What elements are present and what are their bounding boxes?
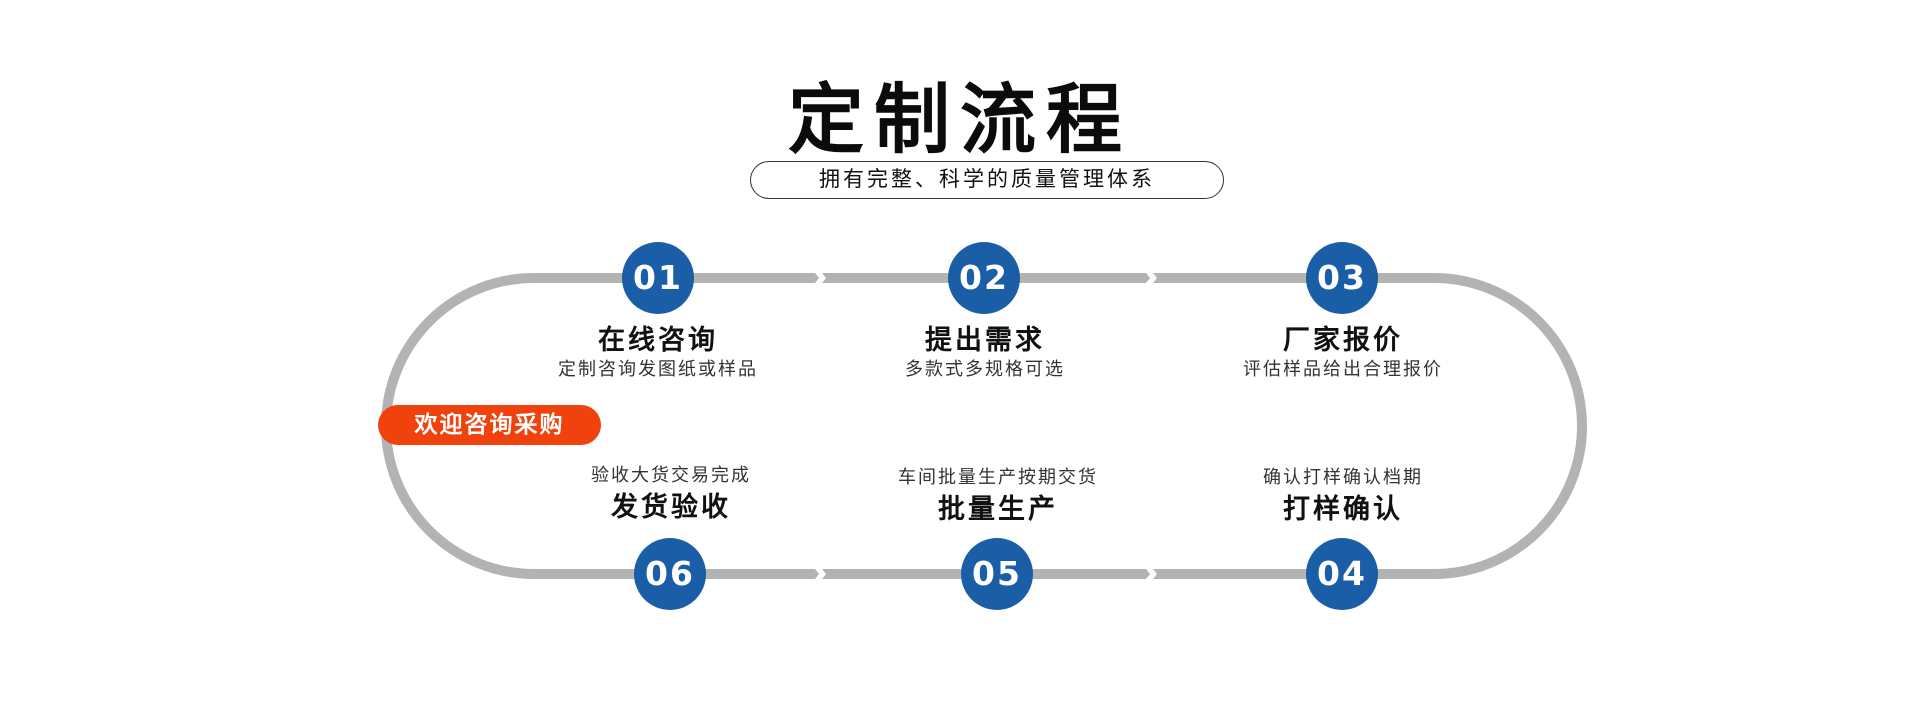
page-title: 定制流程 bbox=[788, 75, 1132, 164]
arrow-top-1 bbox=[811, 268, 826, 288]
step-4-desc: 确认打样确认档期 bbox=[1263, 467, 1423, 488]
arrow-bottom-2 bbox=[1142, 564, 1157, 584]
step-5-number: 05 bbox=[961, 538, 1033, 610]
step-6-number: 06 bbox=[634, 538, 706, 610]
step-3-title: 厂家报价 bbox=[1283, 325, 1403, 356]
arrow-bottom-1 bbox=[811, 564, 826, 584]
inquiry-badge: 欢迎咨询采购 bbox=[378, 405, 601, 445]
step-3-number: 03 bbox=[1306, 242, 1378, 314]
step-6-title: 发货验收 bbox=[611, 492, 731, 523]
step-4-title: 打样确认 bbox=[1283, 494, 1403, 525]
step-5-title: 批量生产 bbox=[938, 494, 1058, 525]
track-loop bbox=[381, 273, 1587, 579]
step-3-desc: 评估样品给出合理报价 bbox=[1243, 359, 1443, 380]
step-4-number: 04 bbox=[1306, 538, 1378, 610]
step-5-desc: 车间批量生产按期交货 bbox=[898, 467, 1098, 488]
step-6-desc: 验收大货交易完成 bbox=[591, 465, 751, 486]
step-2-number: 02 bbox=[948, 242, 1020, 314]
step-1-title: 在线咨询 bbox=[598, 325, 718, 356]
step-1-number: 01 bbox=[622, 242, 694, 314]
step-2-title: 提出需求 bbox=[925, 325, 1045, 356]
step-1-desc: 定制咨询发图纸或样品 bbox=[558, 359, 758, 380]
step-2-desc: 多款式多规格可选 bbox=[905, 359, 1065, 380]
track-arrows bbox=[811, 268, 1157, 584]
page-subtitle: 拥有完整、科学的质量管理体系 bbox=[750, 161, 1224, 199]
arrow-top-2 bbox=[1142, 268, 1157, 288]
